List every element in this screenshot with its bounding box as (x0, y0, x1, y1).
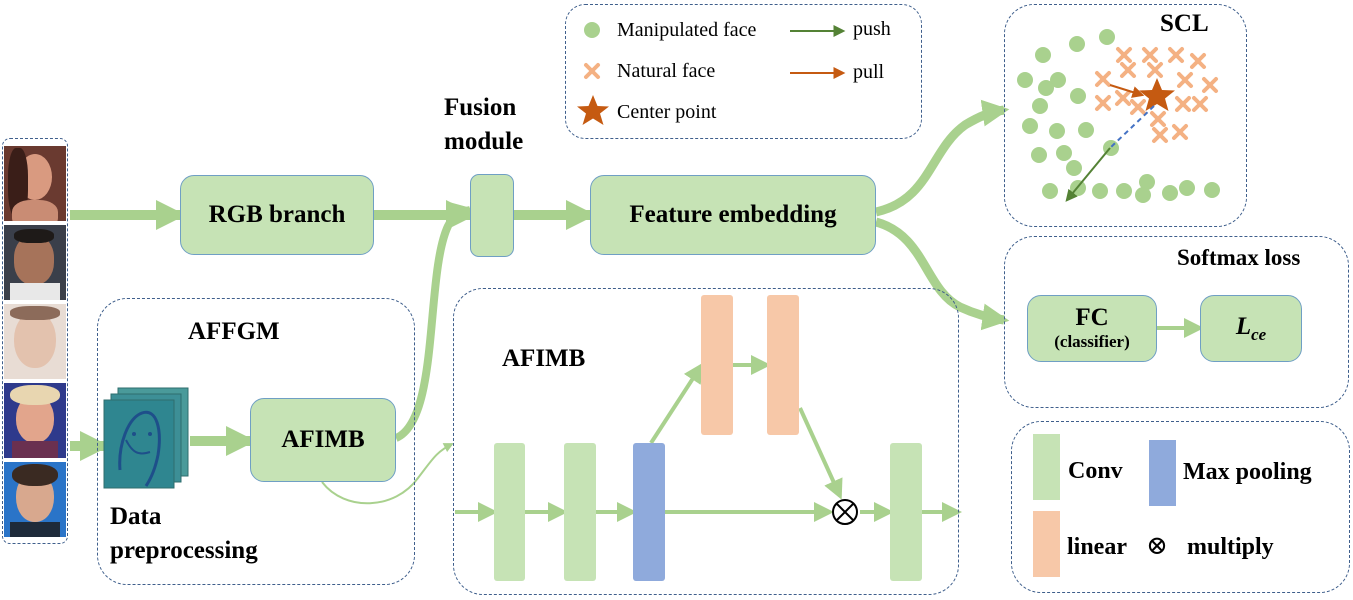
afimb-detail-panel (453, 288, 959, 595)
frequency-feature-maps-icon (103, 387, 189, 489)
main-flow-arrows (70, 99, 1010, 461)
legend-multiply-label: multiply (1187, 534, 1274, 560)
legend-max-pooling-swatch (1149, 440, 1176, 506)
face-photo-icon (4, 383, 66, 458)
data-preprocessing-label-line1: Data (110, 503, 162, 530)
legend-conv-swatch (1033, 434, 1060, 500)
input-faces-panel (2, 138, 68, 544)
conv-layer-2 (564, 443, 596, 581)
legend-pull: pull (853, 61, 885, 83)
max-pooling-layer (633, 443, 665, 581)
manipulated-face-points (1017, 29, 1220, 203)
pull-arrow (1109, 84, 1145, 98)
manipulated-face-marker-icon (584, 22, 600, 38)
multiply-icon (832, 499, 858, 525)
center-point-star-icon (577, 95, 609, 125)
legend-max-pooling-label: Max pooling (1183, 459, 1312, 485)
affgm-title: AFFGM (188, 318, 280, 345)
affgm-afimb-box: AFIMB (250, 398, 396, 482)
arrow-afimb-to-fusion (393, 202, 475, 442)
push-arrow (1065, 147, 1111, 202)
legend-manipulated-face: Manipulated face (617, 19, 757, 41)
softmax-loss-title: Softmax loss (1177, 245, 1301, 270)
linear-layer-2 (767, 295, 799, 435)
conv-layer-1 (494, 443, 525, 581)
conv-layer-3 (890, 443, 922, 581)
face-photo-icon (4, 225, 66, 300)
fc-label: FC (1075, 304, 1109, 331)
scl-panel (1004, 4, 1247, 227)
legend-linear-label: linear (1067, 534, 1127, 560)
fc-classifier-label: (classifier) (1054, 332, 1130, 351)
afimb-internal-arrows (455, 355, 962, 522)
legend-multiply-icon: ⊗ (1146, 531, 1168, 560)
legend-natural-face: Natural face (617, 60, 716, 82)
rgb-branch-box: RGB branch (180, 175, 374, 255)
face-photo-icon (4, 462, 66, 537)
affgm-panel (97, 298, 415, 585)
legend-push: push (853, 18, 891, 40)
data-preprocessing-label-line2: preprocessing (110, 537, 258, 564)
feature-embedding-label: Feature embedding (629, 201, 837, 228)
loss-label: Lce (1235, 312, 1267, 344)
arrow-embedding-to-scl (874, 99, 1010, 217)
fusion-module-label-line1: Fusion (444, 94, 517, 121)
legend-bottom-panel (1011, 421, 1350, 593)
linear-layer-1 (701, 295, 733, 435)
center-point-icon (1139, 78, 1175, 111)
fusion-module-label-line2: module (444, 128, 524, 155)
arrow-afimb-expand (321, 443, 454, 505)
fusion-module-box (470, 174, 514, 257)
legend-top-marks (577, 22, 846, 125)
softmax-panel (1004, 236, 1349, 408)
face-photo-icon (4, 146, 66, 221)
push-dashed-line (1109, 105, 1155, 149)
legend-linear-swatch (1033, 511, 1060, 577)
legend-center-point: Center point (617, 101, 717, 123)
rgb-branch-label: RGB branch (208, 201, 346, 228)
afimb-layers (494, 295, 922, 581)
scl-scatter (1017, 29, 1220, 203)
affgm-afimb-label: AFIMB (281, 426, 365, 453)
legend-top-panel (565, 4, 922, 139)
scl-title: SCL (1160, 10, 1209, 37)
fc-classifier-box: FC (classifier) (1027, 295, 1157, 362)
loss-ce-box: Lce (1200, 295, 1302, 362)
legend-conv-label: Conv (1068, 458, 1123, 484)
feature-embedding-box: Feature embedding (590, 175, 876, 255)
afimb-detail-title: AFIMB (502, 345, 586, 372)
face-photo-icon (4, 304, 66, 379)
